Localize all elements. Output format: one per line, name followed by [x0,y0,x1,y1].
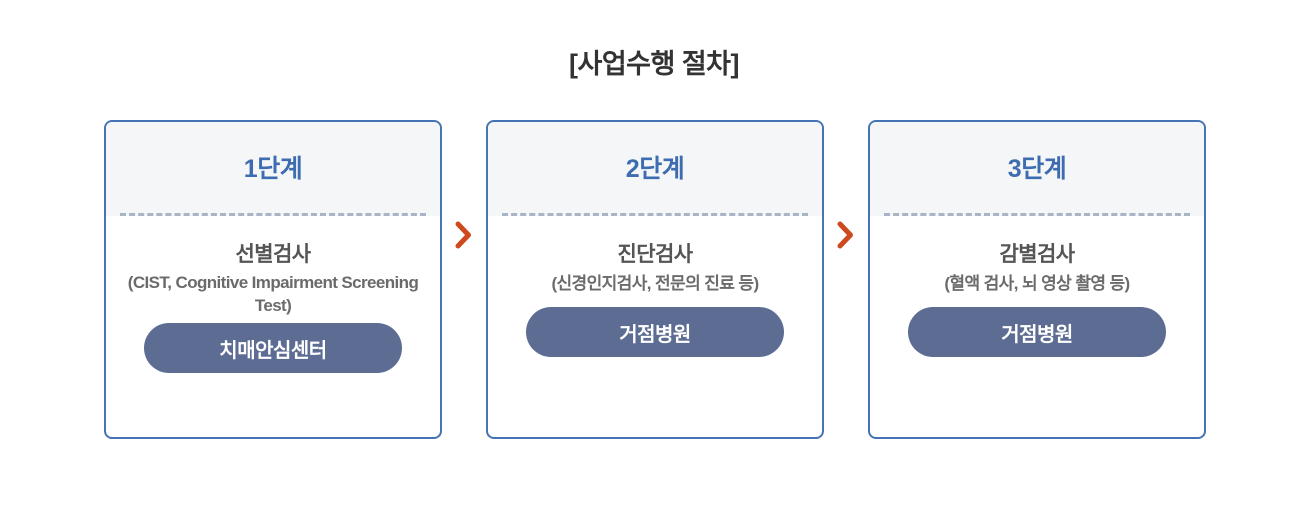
step-2-test-name: 진단검사 [617,243,693,266]
step-2-header: 2단계 [488,122,822,216]
steps-row: 1단계 선별검사 (CIST, Cognitive Impairment Scr… [104,120,1206,439]
page-title: [사업수행 절차] [568,49,740,79]
connector-2 [824,120,868,439]
step-3-provider-pill[interactable]: 거점병원 [908,307,1166,357]
step-3-test-name: 감별검사 [999,243,1075,266]
chevron-right-icon [454,120,474,250]
step-2-body: 진단검사 (신경인지검사, 전문의 진료 등) 거점병원 [488,216,822,437]
step-2-test-detail: (신경인지검사, 전문의 진료 등) [551,274,759,293]
step-1-test-name: 선별검사 [235,243,311,266]
step-3-stage-label: 3단계 [1007,155,1067,183]
chevron-right-icon [836,120,856,250]
step-3-body: 감별검사 (혈액 검사, 뇌 영상 촬영 등) 거점병원 [870,216,1204,437]
step-1-test-detail: (CIST, Cognitive Impairment Screening Te… [127,273,419,315]
connector-1 [442,120,486,439]
step-1-body: 선별검사 (CIST, Cognitive Impairment Screeni… [106,216,440,437]
step-1-provider-pill[interactable]: 치매안심센터 [144,323,402,373]
step-2-provider-pill[interactable]: 거점병원 [526,307,784,357]
step-2-stage-label: 2단계 [625,155,685,183]
step-card-1: 1단계 선별검사 (CIST, Cognitive Impairment Scr… [104,120,442,439]
step-3-header: 3단계 [870,122,1204,216]
step-1-stage-label: 1단계 [243,155,303,183]
step-card-3: 3단계 감별검사 (혈액 검사, 뇌 영상 촬영 등) 거점병원 [868,120,1206,439]
step-3-test-detail: (혈액 검사, 뇌 영상 촬영 등) [944,274,1130,293]
step-card-2: 2단계 진단검사 (신경인지검사, 전문의 진료 등) 거점병원 [486,120,824,439]
step-1-header: 1단계 [106,122,440,216]
